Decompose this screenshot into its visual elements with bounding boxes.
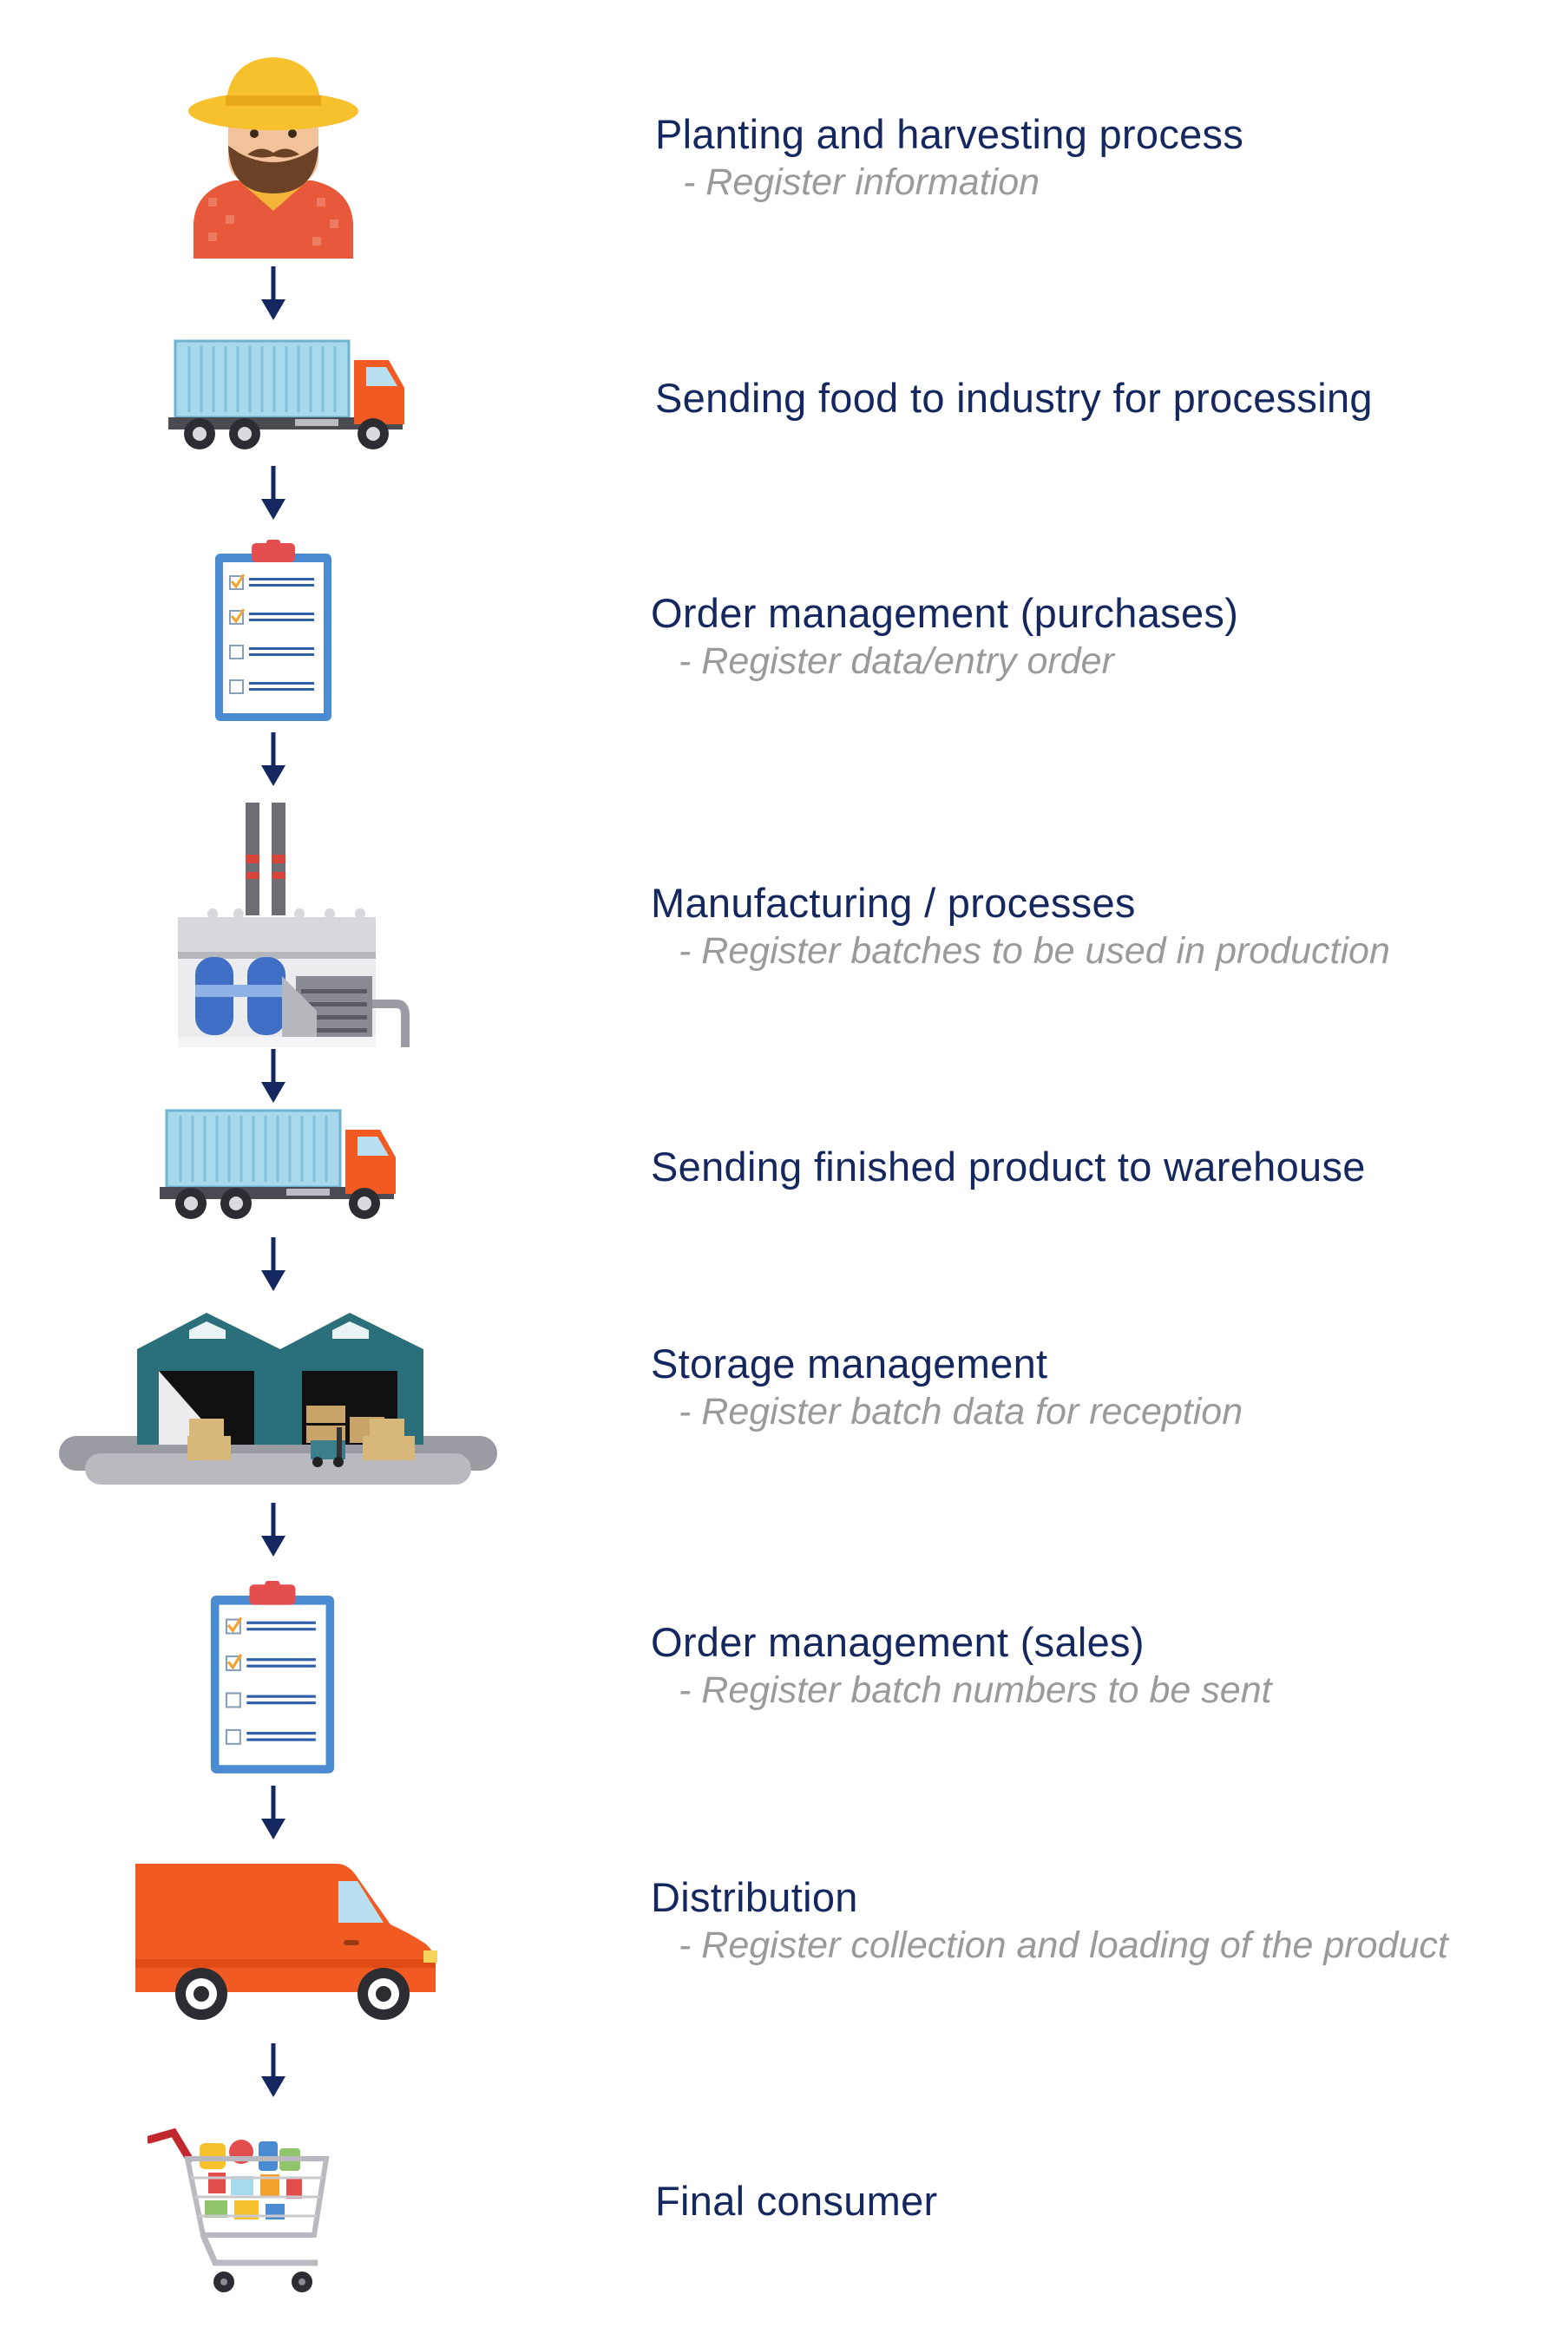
arrow-down-icon: [261, 1237, 285, 1291]
step-4-title: Manufacturing / processes: [651, 880, 1136, 926]
step-6-text: Storage management - Register batch data…: [651, 1341, 1243, 1433]
step-3-subtitle: - Register data/entry order: [679, 640, 1114, 683]
step-3-title: Order management (purchases): [651, 590, 1239, 636]
truck-icon: [168, 339, 404, 449]
step-8-subtitle: - Register collection and loading of the…: [679, 1924, 1448, 1967]
step-7-subtitle: - Register batch numbers to be sent: [679, 1669, 1272, 1712]
arrow-down-icon: [261, 466, 285, 520]
clipboard-icon: [210, 1581, 335, 1773]
step-6-subtitle: - Register batch data for reception: [679, 1391, 1243, 1433]
truck-icon: [160, 1109, 396, 1219]
farmer-icon: [188, 57, 358, 259]
step-1-subtitle: - Register information: [683, 161, 1040, 204]
arrow-down-icon: [261, 1049, 285, 1103]
step-5-text: Sending finished product to warehouse: [651, 1144, 1366, 1190]
step-3-text: Order management (purchases) - Register …: [651, 590, 1238, 683]
step-7-title: Order management (sales): [651, 1619, 1145, 1665]
step-1-title: Planting and harvesting process: [655, 111, 1244, 157]
arrow-down-icon: [261, 1503, 285, 1557]
shopping-cart-icon: [148, 2127, 330, 2292]
step-2-title: Sending food to industry for processing: [655, 375, 1373, 421]
step-9-title: Final consumer: [655, 2178, 938, 2224]
step-1-text: Planting and harvesting process - Regist…: [655, 111, 1243, 204]
clipboard-icon: [215, 540, 331, 721]
step-8-text: Distribution - Register collection and l…: [651, 1874, 1448, 1967]
factory-icon: [178, 803, 410, 1047]
van-icon: [135, 1864, 437, 2020]
arrow-down-icon: [261, 2043, 285, 2097]
step-4-text: Manufacturing / processes - Register bat…: [651, 880, 1390, 973]
step-9-text: Final consumer: [655, 2178, 938, 2225]
step-8-title: Distribution: [651, 1874, 858, 1920]
step-4-subtitle: - Register batches to be used in product…: [679, 930, 1390, 973]
arrow-down-icon: [261, 732, 285, 786]
step-5-title: Sending finished product to warehouse: [651, 1144, 1366, 1190]
step-2-text: Sending food to industry for processing: [655, 375, 1373, 422]
step-6-title: Storage management: [651, 1341, 1048, 1387]
warehouse-icon: [59, 1313, 497, 1485]
step-7-text: Order management (sales) - Register batc…: [651, 1619, 1272, 1712]
arrow-down-icon: [261, 266, 285, 320]
arrow-down-icon: [261, 1786, 285, 1839]
